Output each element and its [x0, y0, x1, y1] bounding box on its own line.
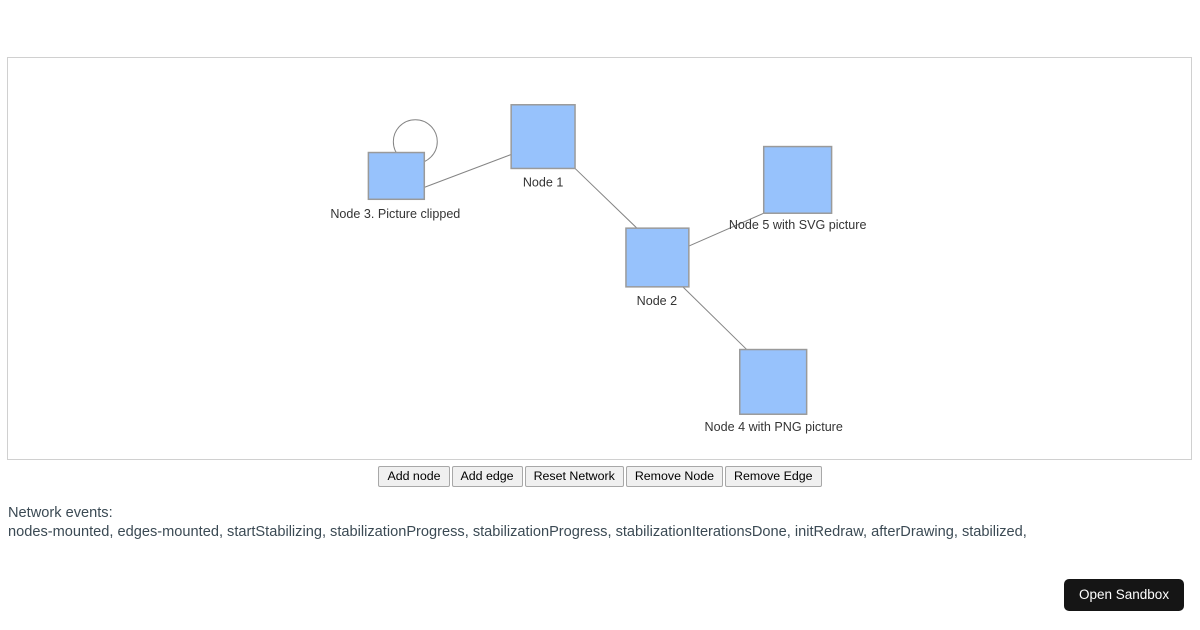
add-node-button[interactable]: Add node [378, 466, 450, 487]
network-node-3[interactable] [367, 151, 426, 201]
network-node-4[interactable] [739, 348, 808, 415]
node-label-3: Node 3. Picture clipped [330, 207, 460, 221]
network-events-log: Network events: nodes-mounted, edges-mou… [8, 504, 1192, 542]
node-label-5: Node 5 with SVG picture [729, 218, 867, 232]
nodes-layer [367, 104, 833, 415]
edge-3-1[interactable] [424, 154, 512, 188]
events-log-list: nodes-mounted, edges-mounted, startStabi… [8, 524, 1027, 540]
network-graph[interactable]: Node 1 Node 2 Node 3. Picture clippedNode … [8, 58, 1191, 459]
network-node-5[interactable] [762, 145, 833, 214]
edges-layer [424, 154, 764, 350]
events-log-title: Network events: [8, 505, 113, 521]
edge-2-4[interactable] [682, 286, 748, 350]
node-label-2: Node 2 [637, 294, 678, 308]
remove-node-button[interactable]: Remove Node [625, 466, 724, 487]
reset-network-button[interactable]: Reset Network [524, 466, 624, 487]
node-label-4: Node 4 with PNG picture [705, 420, 843, 434]
edge-2-5[interactable] [688, 212, 764, 247]
edge-1-2[interactable] [574, 168, 638, 229]
add-edge-button[interactable]: Add edge [451, 466, 523, 487]
node-label-1: Node 1 [523, 175, 564, 189]
node-labels-layer: Node 1 Node 2 Node 3. Picture clippedNode … [330, 175, 866, 434]
network-node-2[interactable] [625, 227, 690, 288]
remove-edge-button[interactable]: Remove Edge [725, 466, 822, 487]
open-sandbox-button[interactable]: Open Sandbox [1064, 579, 1185, 611]
network-node-1[interactable] [510, 104, 576, 170]
